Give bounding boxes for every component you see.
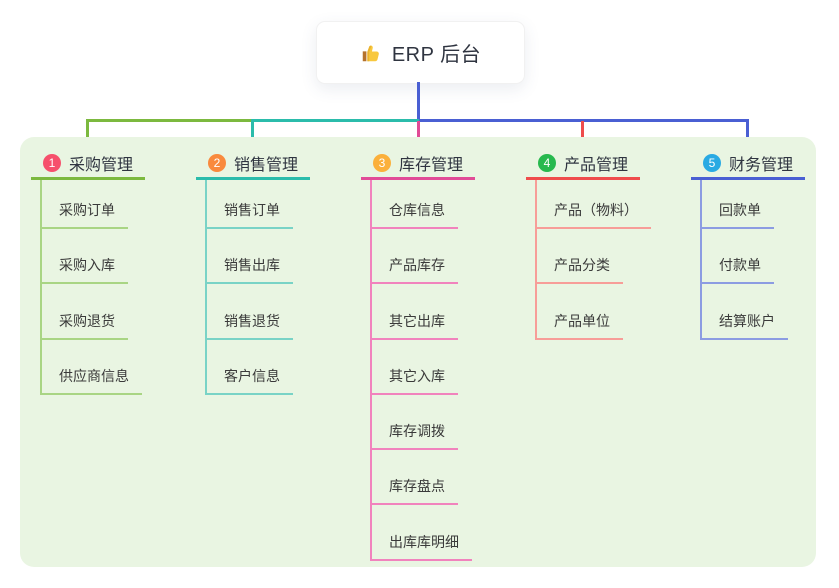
- child-node[interactable]: 产品分类: [535, 229, 623, 285]
- child-label: 仓库信息: [389, 202, 445, 218]
- branch-title: 销售管理: [233, 156, 298, 174]
- child-node[interactable]: 销售出库: [205, 229, 293, 285]
- branch-number-badge: 4: [537, 153, 556, 172]
- child-label: 其它入库: [389, 367, 445, 384]
- child-node[interactable]: 回款单: [700, 180, 774, 229]
- root-label: ERP 后台: [391, 44, 482, 66]
- branch-number-badge: 5: [702, 153, 721, 172]
- branch-children: 产品（物料） 产品分类产品单位: [535, 180, 651, 340]
- branch-node-finance[interactable]: 5 财务管理: [691, 148, 805, 180]
- branch-product: 4 产品管理产品（物料） 产品分类产品单位: [526, 148, 651, 340]
- branch-purchase: 1 采购管理采购订单采购入库采购退货供应商信息: [31, 148, 145, 395]
- branch-number-badge: 3: [372, 153, 391, 172]
- child-label: 采购订单: [59, 202, 115, 218]
- child-label: 付款单: [719, 257, 761, 274]
- branch-children: 仓库信息产品库存其它出库其它入库库存调拨库存盘点出库库明细: [370, 180, 475, 561]
- bus-segment: [419, 119, 749, 122]
- child-label: 产品库存: [389, 257, 445, 274]
- child-node[interactable]: 采购订单: [40, 180, 128, 229]
- branch-children: 回款单付款单结算账户: [700, 180, 805, 340]
- branch-title: 库存管理: [398, 156, 463, 174]
- child-node[interactable]: 产品库存: [370, 229, 458, 285]
- branch-children: 销售订单销售出库销售退货客户信息: [205, 180, 310, 395]
- child-node[interactable]: 供应商信息: [40, 339, 142, 395]
- child-node[interactable]: 库存调拨: [370, 394, 458, 451]
- branch-sales: 2 销售管理销售订单销售出库销售退货客户信息: [196, 148, 310, 395]
- trunk-line: [417, 82, 420, 122]
- branch-finance: 5 财务管理回款单付款单结算账户: [691, 148, 805, 340]
- branch-node-inventory[interactable]: 3 库存管理: [361, 148, 475, 180]
- child-node[interactable]: 库存盘点: [370, 450, 458, 506]
- child-node[interactable]: 其它出库: [370, 284, 458, 340]
- child-node[interactable]: 采购入库: [40, 229, 128, 285]
- child-node[interactable]: 销售订单: [205, 180, 293, 229]
- child-label: 供应商信息: [59, 367, 129, 384]
- drop-line: [746, 119, 749, 148]
- branch-children: 采购订单采购入库采购退货供应商信息: [40, 180, 145, 395]
- child-label: 销售订单: [224, 202, 280, 218]
- child-label: 产品分类: [554, 257, 610, 274]
- branch-number-badge: 2: [207, 153, 226, 172]
- branch-title: 财务管理: [728, 156, 793, 174]
- branch-number-badge: 1: [42, 153, 61, 172]
- branch-title: 采购管理: [68, 156, 133, 174]
- bus-segment: [86, 119, 252, 122]
- child-label: 结算账户: [719, 312, 775, 329]
- child-label: 其它出库: [389, 312, 445, 329]
- child-node[interactable]: 出库库明细: [370, 505, 472, 561]
- child-label: 回款单: [719, 202, 761, 218]
- child-node[interactable]: 客户信息: [205, 339, 293, 395]
- child-label: 采购入库: [59, 257, 115, 274]
- root-node[interactable]: ERP 后台: [316, 21, 525, 84]
- child-node[interactable]: 产品（物料）: [535, 180, 651, 229]
- child-label: 产品单位: [554, 312, 610, 329]
- child-node[interactable]: 其它入库: [370, 339, 458, 395]
- child-label: 库存盘点: [389, 478, 445, 495]
- mindmap-panel: [20, 137, 816, 567]
- child-label: 库存调拨: [389, 423, 445, 440]
- branch-node-product[interactable]: 4 产品管理: [526, 148, 640, 180]
- drop-line: [417, 121, 420, 148]
- child-label: 销售出库: [224, 257, 280, 274]
- branch-node-sales[interactable]: 2 销售管理: [196, 148, 310, 180]
- drop-line: [581, 121, 584, 148]
- child-node[interactable]: 销售退货: [205, 284, 293, 340]
- child-node[interactable]: 产品单位: [535, 284, 623, 340]
- child-label: 产品（物料）: [554, 202, 638, 218]
- child-label: 出库库明细: [389, 533, 459, 550]
- branch-node-purchase[interactable]: 1 采购管理: [31, 148, 145, 180]
- child-node[interactable]: 采购退货: [40, 284, 128, 340]
- thumbs-up-icon: [360, 42, 382, 64]
- drop-line: [86, 119, 89, 148]
- child-node[interactable]: 付款单: [700, 229, 774, 285]
- child-label: 采购退货: [59, 312, 115, 329]
- branch-title: 产品管理: [563, 156, 628, 174]
- branch-inventory: 3 库存管理仓库信息产品库存其它出库其它入库库存调拨库存盘点出库库明细: [361, 148, 475, 561]
- bus-segment: [252, 119, 419, 122]
- child-node[interactable]: 仓库信息: [370, 180, 458, 229]
- child-label: 客户信息: [224, 367, 280, 384]
- child-node[interactable]: 结算账户: [700, 284, 788, 340]
- child-label: 销售退货: [224, 312, 280, 329]
- drop-line: [251, 119, 254, 148]
